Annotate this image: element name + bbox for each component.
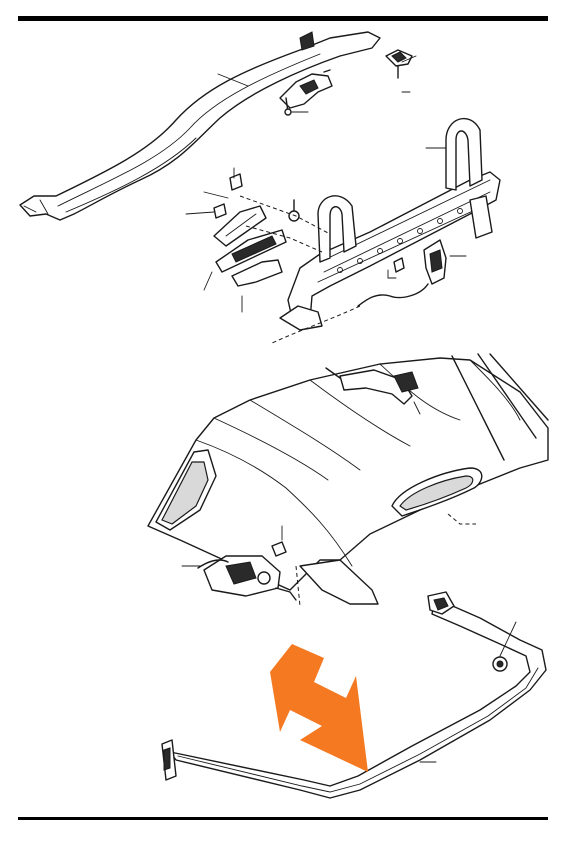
bottom-rule <box>18 817 548 820</box>
drive-motor <box>181 541 301 607</box>
top-hinge <box>325 367 421 415</box>
leader-lines-middle <box>281 513 476 541</box>
roll-bar-assembly <box>279 117 501 331</box>
weatherstrip-seal <box>161 591 547 799</box>
highlight-arrow <box>270 644 368 772</box>
latch-hardware-stack <box>213 173 300 287</box>
latch-bracket <box>279 69 333 116</box>
retaining-clip <box>385 49 413 79</box>
windshield-header-rail <box>19 31 381 221</box>
leader-lines-upper <box>185 55 467 345</box>
top-rule <box>18 16 548 21</box>
soft-top <box>147 353 549 605</box>
